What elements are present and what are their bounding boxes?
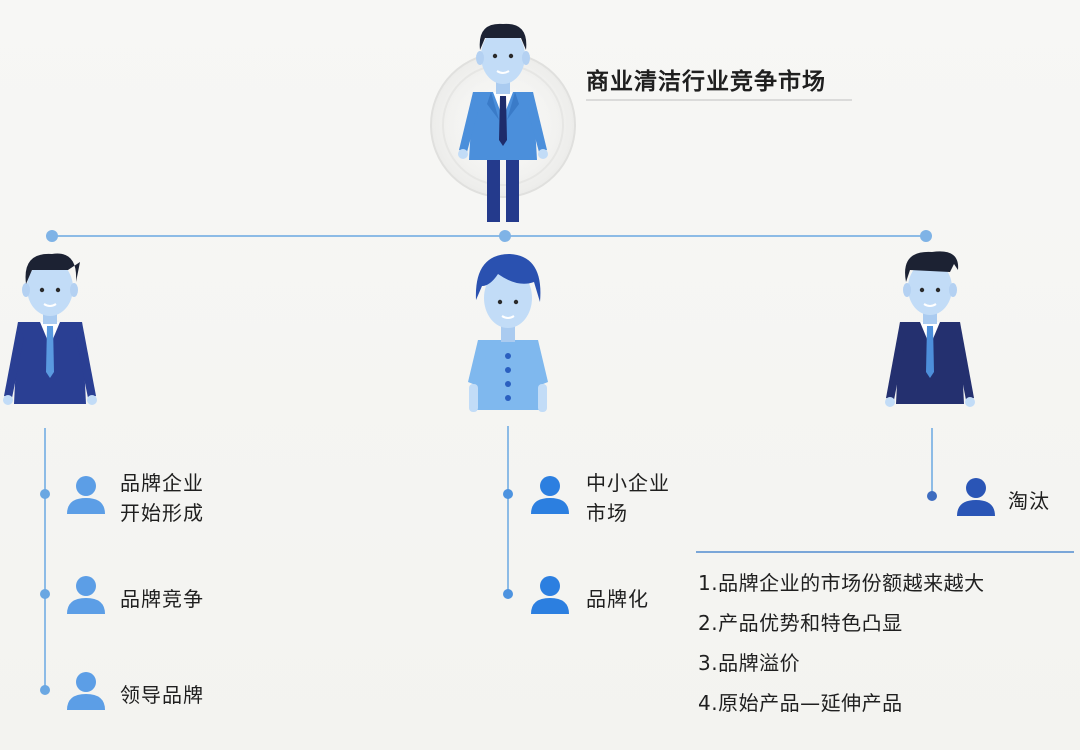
connector-dot-middle bbox=[499, 230, 511, 242]
note-3: 3.品牌溢价 bbox=[698, 651, 801, 675]
person-icon bbox=[67, 476, 105, 514]
note-1: 1.品牌企业的市场份额越来越大 bbox=[698, 571, 985, 595]
middle-person bbox=[468, 254, 548, 412]
branch-lines bbox=[40, 426, 937, 695]
right-label-1: 淘汰 bbox=[1008, 489, 1050, 513]
note-4: 4.原始产品—延伸产品 bbox=[698, 691, 903, 715]
horizontal-connector bbox=[46, 230, 932, 242]
top-person bbox=[458, 23, 548, 222]
left-label-3: 领导品牌 bbox=[120, 683, 204, 707]
note-2: 2.产品优势和特色凸显 bbox=[698, 611, 903, 635]
middle-label-2: 品牌化 bbox=[586, 587, 649, 611]
person-icon bbox=[957, 478, 995, 516]
person-icon bbox=[67, 672, 105, 710]
right-person bbox=[885, 251, 975, 407]
person-icon bbox=[531, 576, 569, 614]
connector-dot-left bbox=[46, 230, 58, 242]
person-icon bbox=[531, 476, 569, 514]
left-label-1: 品牌企业 开始形成 bbox=[120, 471, 204, 525]
left-label-2: 品牌竞争 bbox=[120, 587, 204, 611]
left-person bbox=[3, 253, 97, 405]
middle-label-1: 中小企业 市场 bbox=[586, 471, 670, 525]
person-icon bbox=[67, 576, 105, 614]
diagram-title: 商业清洁行业竞争市场 bbox=[586, 69, 826, 95]
connector-dot-right bbox=[920, 230, 932, 242]
